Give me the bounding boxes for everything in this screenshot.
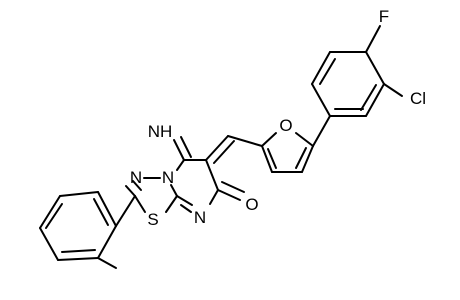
bond xyxy=(132,180,142,191)
bond xyxy=(59,191,99,197)
bond xyxy=(295,147,307,169)
bond xyxy=(125,185,136,197)
bond-layer xyxy=(39,25,403,269)
bond xyxy=(301,145,314,173)
bond xyxy=(61,249,96,253)
bond xyxy=(383,83,403,97)
bond xyxy=(311,51,331,85)
bond xyxy=(97,257,117,269)
bond xyxy=(365,51,385,85)
triazole-n1-label: N xyxy=(130,168,142,187)
bond xyxy=(134,195,146,213)
bond xyxy=(173,139,185,161)
bond xyxy=(365,25,381,53)
bond xyxy=(180,136,192,158)
chlorine-label: Cl xyxy=(410,89,426,108)
thiadiazole-s-label: S xyxy=(147,210,158,229)
bond xyxy=(267,148,277,169)
bond xyxy=(261,145,273,173)
carbonyl-o-label: O xyxy=(245,195,258,214)
triazole-n2-label: N xyxy=(162,168,174,187)
furan-o-label: O xyxy=(279,116,292,135)
atom-label-layer: NH N N S N O O F Cl xyxy=(130,7,426,229)
bond xyxy=(213,140,235,164)
bond xyxy=(261,132,277,147)
bond xyxy=(360,84,377,111)
bond xyxy=(57,257,99,261)
bond xyxy=(180,204,192,213)
bond xyxy=(365,83,385,117)
imine-nh-label: NH xyxy=(148,122,173,141)
bond xyxy=(217,189,241,201)
bond xyxy=(93,198,109,226)
bond xyxy=(97,225,117,259)
bond xyxy=(97,191,117,227)
bond xyxy=(205,135,229,161)
bond xyxy=(165,195,178,213)
bond xyxy=(319,58,336,85)
bond xyxy=(311,83,331,117)
bond xyxy=(39,195,61,229)
bond xyxy=(312,115,331,147)
bond xyxy=(295,132,314,147)
bond xyxy=(45,203,63,229)
bond xyxy=(176,159,185,171)
bond xyxy=(205,159,219,191)
bond xyxy=(221,181,245,193)
fluorine-label: F xyxy=(379,7,389,26)
bond xyxy=(170,184,178,197)
bond xyxy=(115,195,136,227)
bond xyxy=(39,227,59,261)
bond xyxy=(176,195,193,206)
pyrimidine-n-label: N xyxy=(194,208,206,227)
bond xyxy=(227,135,263,147)
bond xyxy=(209,189,219,205)
